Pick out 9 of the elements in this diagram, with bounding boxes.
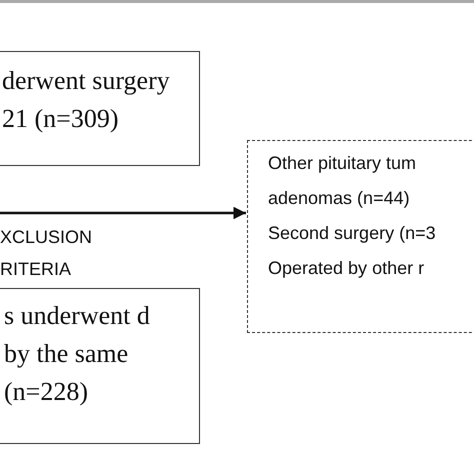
box-text: derwent surgery 21 (n=309) (2, 65, 171, 135)
box-text: Other pituitary tum adenomas (n=44) (268, 152, 418, 210)
box-text: Second surgery (n=3 (268, 222, 437, 245)
exclusion-box (247, 140, 474, 333)
process-box (0, 288, 200, 444)
box-text: s underwent d by the same (n=228) (4, 300, 151, 408)
arrow (0, 206, 246, 220)
process-box (0, 51, 200, 166)
box-text: Operated by other r (268, 257, 426, 280)
